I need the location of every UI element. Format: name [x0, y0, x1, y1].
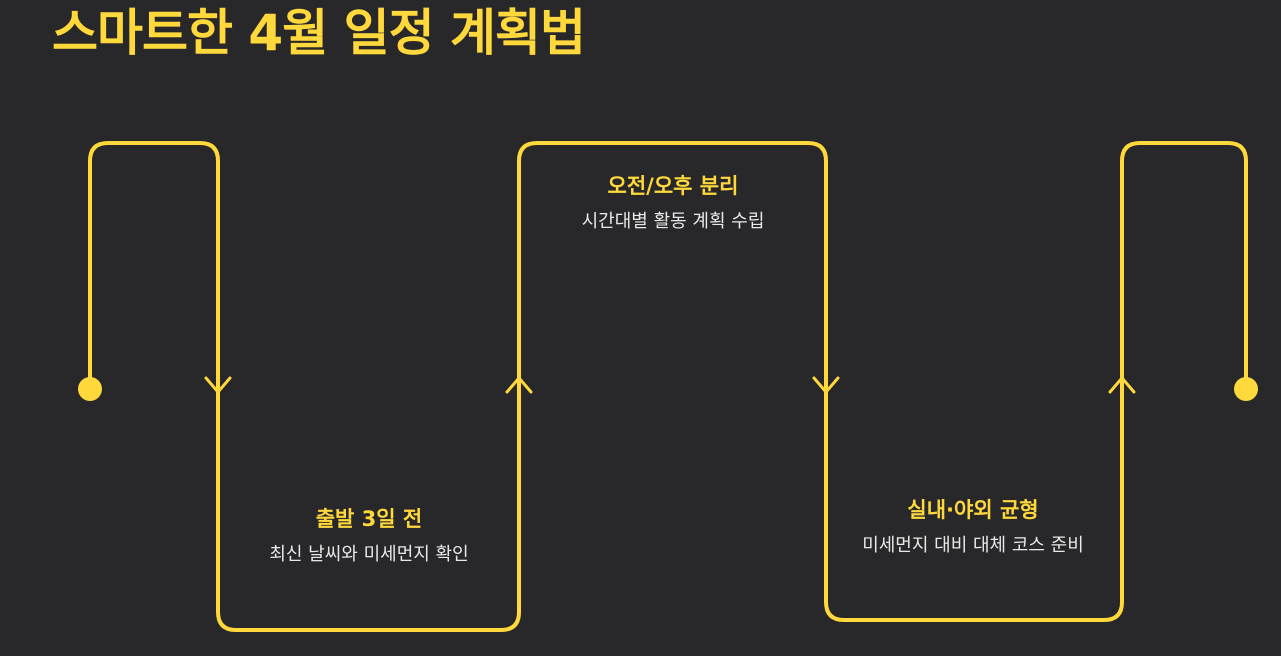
timeline-end-dot [1234, 377, 1258, 401]
step-title: 실내·야외 균형 [907, 498, 1039, 522]
arrow-down-icon [204, 376, 232, 394]
step-indoor-outdoor-balance: 실내·야외 균형 미세먼지 대비 대체 코스 준비 [857, 495, 1089, 558]
arrow-up-icon [505, 376, 533, 394]
step-description: 시간대별 활동 계획 수립 [581, 211, 765, 232]
timeline-start-dot [78, 377, 102, 401]
timeline-line [88, 141, 1248, 632]
step-departure-check: 출발 3일 전 최신 날씨와 미세먼지 확인 [258, 504, 480, 567]
step-title: 출발 3일 전 [315, 507, 423, 531]
step-description: 최신 날씨와 미세먼지 확인 [269, 544, 469, 565]
step-description: 미세먼지 대비 대체 코스 준비 [862, 535, 1084, 556]
step-am-pm-split: 오전/오후 분리 시간대별 활동 계획 수립 [540, 171, 806, 234]
page-title: 스마트한 4월 일정 계획법 [52, 4, 586, 62]
step-title: 오전/오후 분리 [607, 174, 739, 198]
arrow-down-icon [812, 376, 840, 394]
arrow-up-icon [1108, 376, 1136, 394]
